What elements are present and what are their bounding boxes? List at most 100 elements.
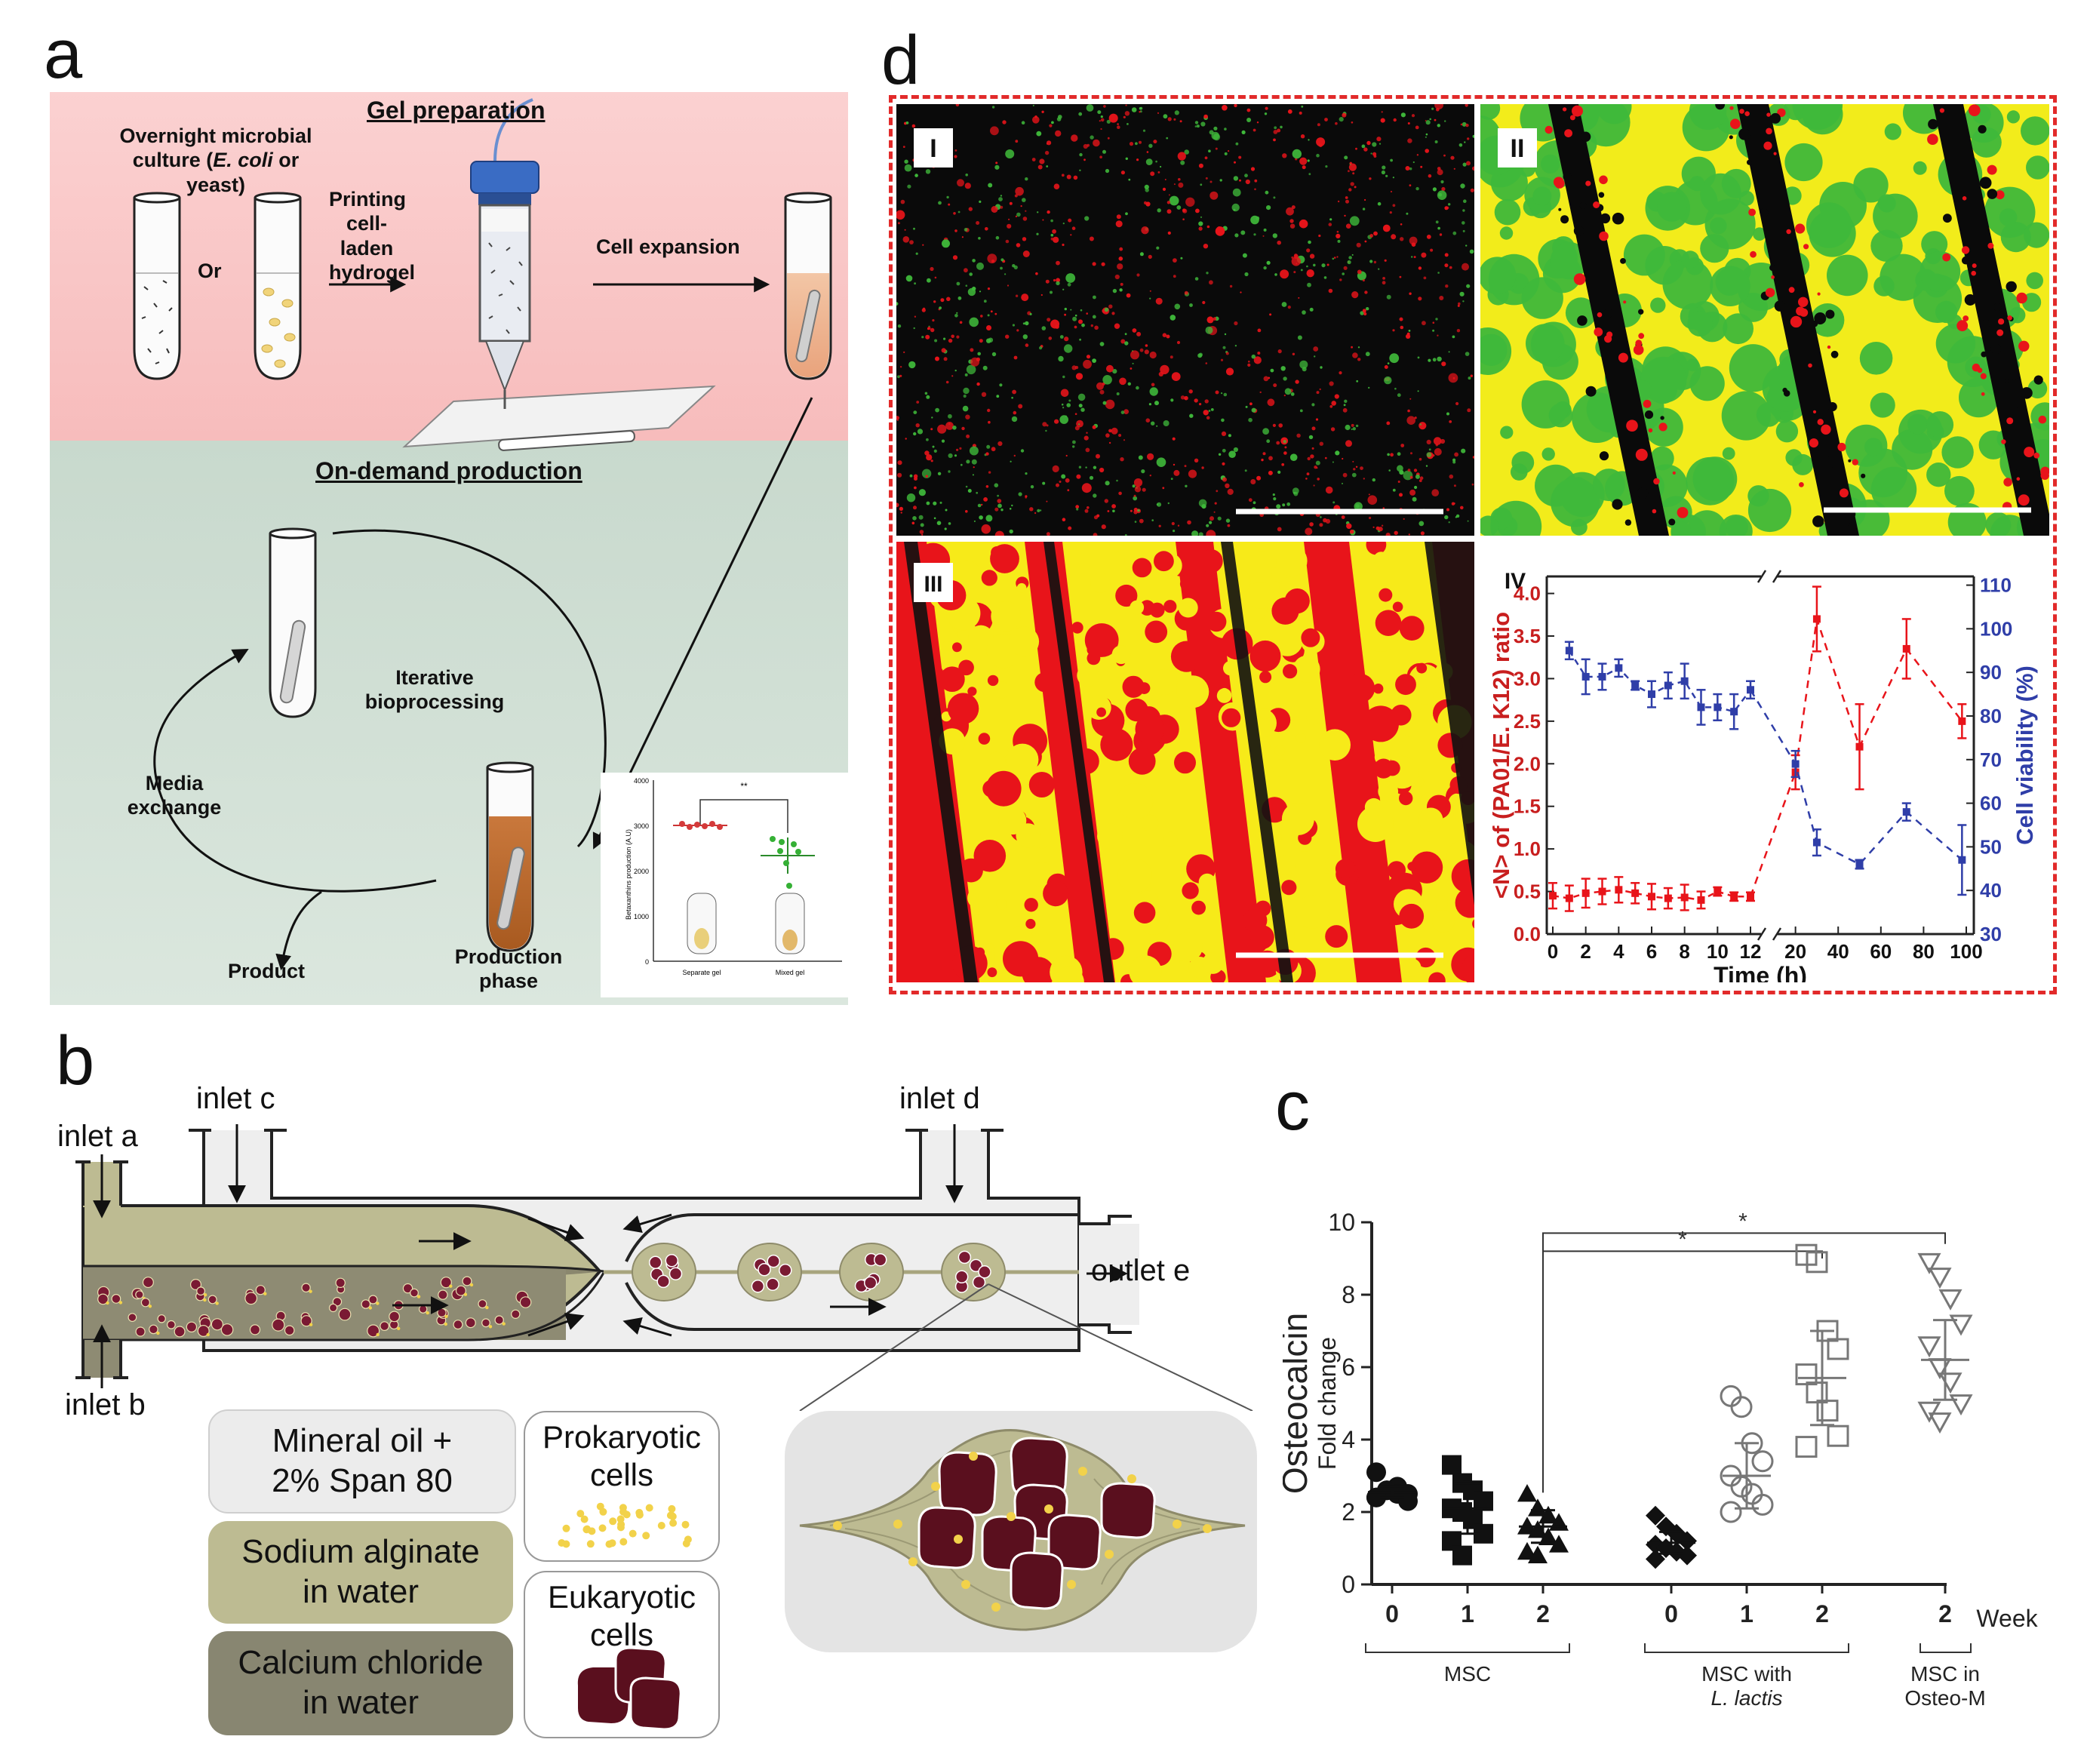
series-0-point-3 [1598, 887, 1606, 896]
micrograph-I-label: I [930, 134, 936, 163]
panel-label-a: a [44, 16, 83, 93]
c-point-4-8 [1720, 1501, 1742, 1523]
inset-chart: 4000 3000 2000 1000 0 Betaxanthins produ… [625, 777, 842, 976]
c-ytick-5: 10 [1328, 1209, 1355, 1236]
ytick-left-4: 2.0 [1514, 752, 1541, 775]
xtick-right-1: 40 [1827, 940, 1849, 963]
c-ylabel-sub: Fold change [1314, 1337, 1341, 1470]
iterative-tube [269, 527, 317, 718]
prokaryotic-cells-icon [558, 1502, 692, 1548]
overnight-culture-label: Overnight microbial culture (E. coli or … [119, 124, 312, 196]
ytick-left-1: 0.5 [1514, 880, 1541, 903]
series-1-point-13 [1812, 838, 1821, 847]
xtick-left-5: 10 [1707, 940, 1729, 963]
panel-a: Gel preparation Overnight microbial cult… [50, 92, 848, 1005]
c-point-1-0 [1442, 1455, 1462, 1475]
inset-category-0: Separate gel [682, 969, 721, 976]
series-1-point-15 [1902, 808, 1910, 816]
c-xtick-5: 2 [1815, 1600, 1829, 1627]
droplet-3 [941, 1243, 1006, 1301]
inset-ytick-4: 0 [645, 958, 649, 966]
product-label: Product [228, 960, 306, 982]
series-0-point-8 [1680, 893, 1689, 902]
production-tube [486, 761, 534, 952]
c-point-5-4 [1795, 1363, 1818, 1386]
series-1-point-8 [1697, 703, 1705, 711]
outlet-e-label: outlet e [1091, 1254, 1191, 1287]
series-1-point-7 [1680, 677, 1689, 685]
xtick-left-3: 6 [1646, 940, 1657, 963]
series-0-point-14 [1812, 615, 1821, 623]
gel-preparation-title: Gel preparation [367, 97, 546, 124]
series-1-point-6 [1664, 681, 1672, 690]
ytick-right-6: 90 [1980, 661, 2002, 684]
ytick-right-2: 50 [1980, 835, 2002, 858]
c-point-1-9 [1452, 1545, 1472, 1566]
c-point-3-3 [1677, 1531, 1697, 1551]
series-0-point-6 [1648, 893, 1655, 901]
c-ytick-1: 2 [1342, 1498, 1355, 1526]
c-group-2-line1: MSC in [1910, 1662, 1980, 1686]
cell-expansion-label: Cell expansion [596, 235, 740, 258]
c-ytick-0: 0 [1342, 1571, 1355, 1598]
ytick-left-6: 3.0 [1514, 667, 1541, 690]
ytick-right-3: 60 [1980, 792, 2002, 815]
panel-label-d: d [881, 22, 921, 99]
c-xtick-4: 1 [1740, 1600, 1754, 1627]
inset-ytick-3: 1000 [634, 913, 649, 920]
c-sig-1: * [1678, 1227, 1687, 1252]
series-1-point-16 [1958, 856, 1966, 864]
c-point-3-0 [1646, 1505, 1665, 1526]
c-point-5-5 [1806, 1381, 1828, 1404]
c-point-0-0 [1366, 1462, 1386, 1483]
ytick-left-7: 3.5 [1514, 625, 1541, 647]
droplet-zoom [799, 1429, 1246, 1631]
chart-IV-ylabel-left: <N> of (PA01/E. K12) ratio [1488, 612, 1514, 899]
series-0-point-10 [1714, 887, 1722, 896]
series-0-line-late [1749, 619, 1963, 897]
micrograph-I: I [896, 104, 1474, 536]
chart-IV-label: IV [1505, 569, 1526, 594]
c-point-4-3 [1751, 1450, 1774, 1473]
c-point-4-7 [1751, 1493, 1774, 1516]
micrograph-II-label: II [1511, 134, 1525, 163]
c-point-4-0 [1720, 1384, 1742, 1407]
series-1-point-2 [1598, 672, 1606, 681]
micrograph-II: II [1480, 104, 2049, 536]
series-0-point-12 [1747, 893, 1754, 901]
ytick-right-8: 110 [1980, 574, 2012, 597]
c-point-6-8 [1917, 1401, 1941, 1423]
ytick-left-2: 1.0 [1514, 837, 1541, 860]
c-point-5-6 [1816, 1400, 1839, 1422]
series-0-point-4 [1615, 886, 1623, 894]
c-group-1-line1: MSC with [1701, 1662, 1792, 1686]
xtick-right-0: 20 [1784, 940, 1806, 963]
panel-a-drawing [133, 98, 832, 971]
c-xtick-1: 1 [1461, 1600, 1474, 1627]
series-1-line-late [1749, 689, 1963, 866]
c-point-5-7 [1827, 1424, 1849, 1447]
c-point-6-1 [1928, 1268, 1952, 1289]
ytick-left-3: 1.5 [1514, 795, 1541, 818]
panel-b-microfluidic [75, 1124, 1253, 1411]
inset-ytick-1: 3000 [634, 822, 649, 830]
c-ytick-3: 6 [1342, 1354, 1355, 1381]
eukaryotic-cells-icon [577, 1648, 682, 1731]
chart-IV-xlabel: Time (h) [1714, 962, 1807, 982]
mineral-oil-legend: Mineral oil +2% Span 80 [208, 1409, 516, 1514]
c-point-6-4 [1917, 1336, 1941, 1358]
xtick-left-4: 8 [1679, 940, 1689, 963]
c-point-6-0 [1917, 1252, 1941, 1274]
micrograph-III: III [896, 542, 1474, 982]
series-1-point-10 [1730, 708, 1738, 716]
series-0-point-5 [1631, 889, 1640, 897]
ytick-left-0: 0.0 [1514, 923, 1541, 945]
c-week-label: Week [1976, 1605, 2038, 1632]
xtick-right-2: 60 [1870, 940, 1892, 963]
c-point-4-1 [1730, 1396, 1753, 1418]
c-group-2-line2: Osteo-M [1904, 1686, 1985, 1710]
